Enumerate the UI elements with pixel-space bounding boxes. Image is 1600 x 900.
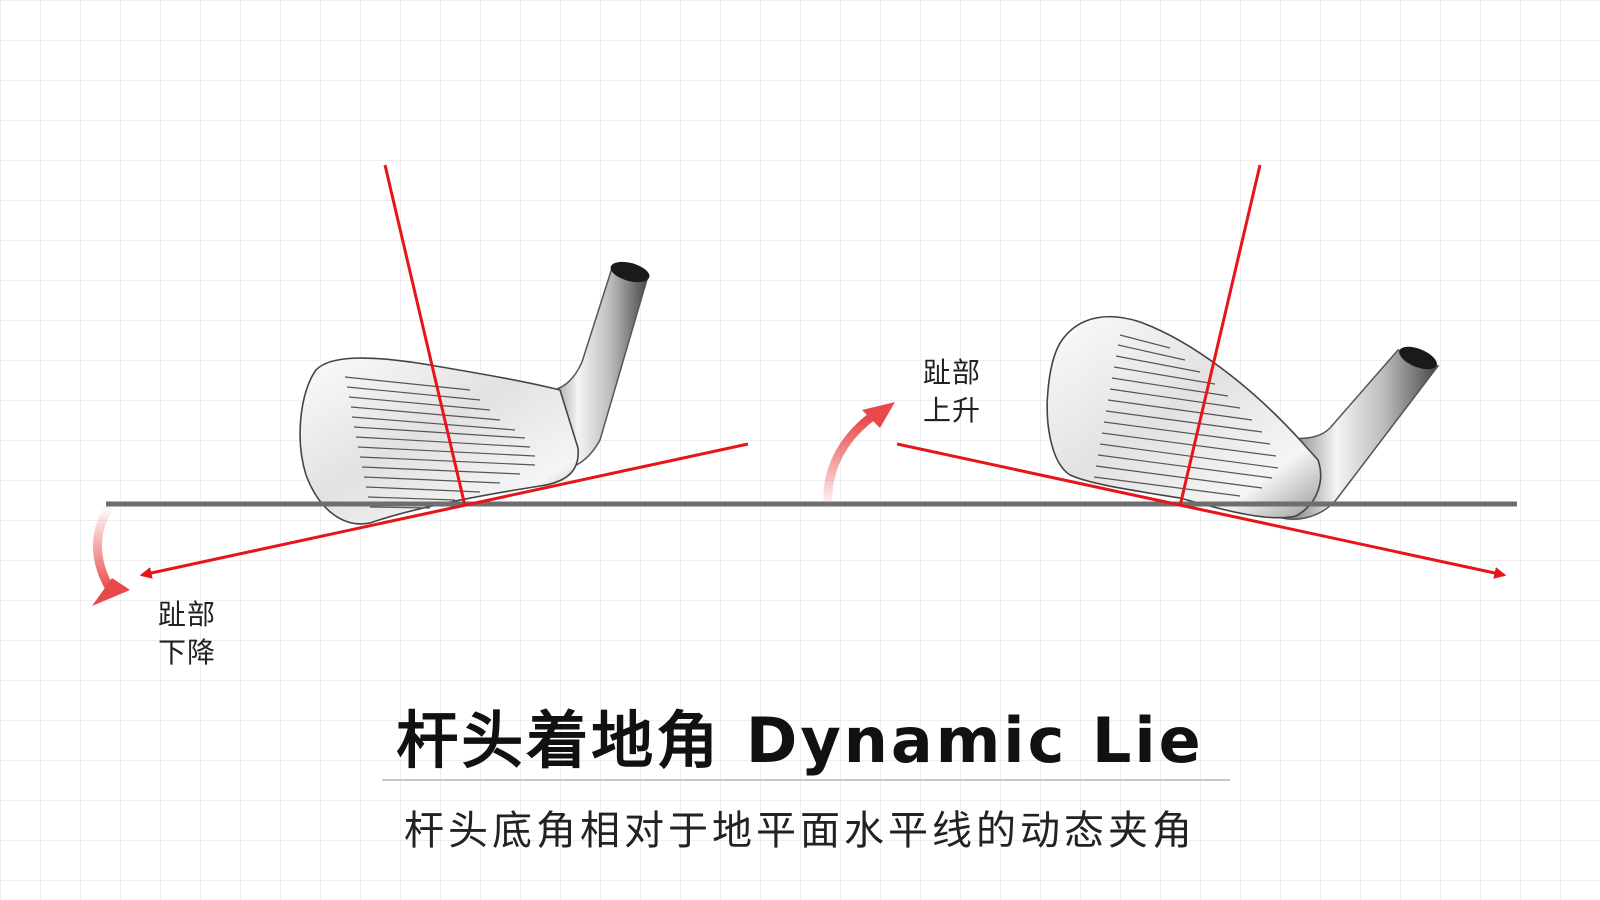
right-shaft-axis-line bbox=[1178, 164, 1262, 507]
diagram-subtitle: 杆头底角相对于地平面水平线的动态夹角 bbox=[404, 808, 1196, 854]
right-iron-club bbox=[1046, 315, 1440, 520]
toe-down-label-line1: 趾部 bbox=[158, 598, 217, 631]
toe-up-label-line1: 趾部 bbox=[923, 356, 982, 389]
right-club-grooves bbox=[1093, 334, 1279, 497]
diagram-title: 杆头着地角 Dynamic Lie bbox=[396, 704, 1204, 777]
toe-up-label: 趾部 上升 bbox=[923, 354, 981, 430]
left-iron-club bbox=[299, 261, 650, 525]
left-shaft-axis-line bbox=[383, 164, 467, 507]
left-club-ferrule bbox=[610, 261, 650, 283]
toe-down-label: 趾部 下降 bbox=[158, 596, 216, 672]
toe-down-arrow bbox=[92, 505, 130, 606]
toe-down-label-line2: 下降 bbox=[158, 636, 217, 669]
left-sole-angle-line bbox=[139, 442, 749, 579]
left-club-head bbox=[299, 357, 579, 525]
title-divider bbox=[382, 779, 1230, 781]
right-club-ferrule bbox=[1399, 346, 1437, 370]
toe-up-arrow bbox=[823, 402, 895, 510]
toe-up-label-line2: 上升 bbox=[923, 394, 982, 427]
right-sole-angle-line bbox=[896, 442, 1507, 579]
